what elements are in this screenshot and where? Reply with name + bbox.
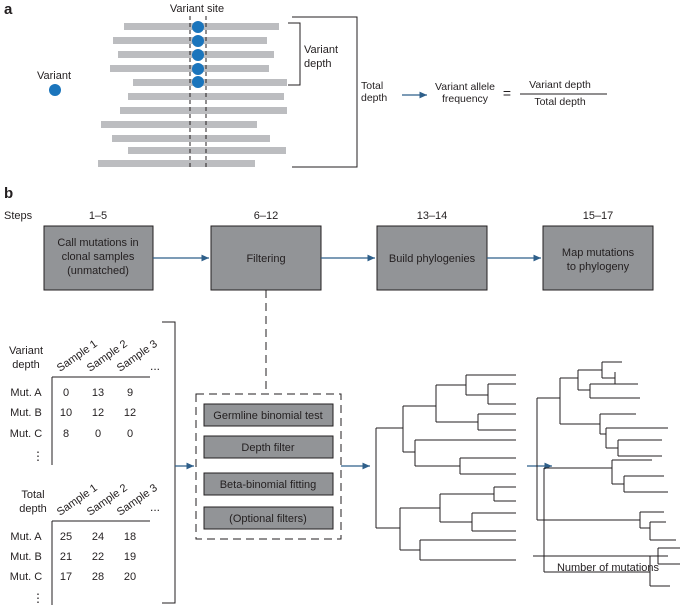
variant-allele-dot (192, 49, 204, 61)
vd-row-b-label: Mut. B (10, 407, 42, 419)
vd-row-a-label: Mut. A (10, 387, 42, 399)
phylogeny-tree-mutations (536, 361, 680, 587)
read (101, 121, 257, 128)
phylogeny-tree-topology (375, 374, 516, 561)
step-range-3: 13–14 (417, 210, 448, 222)
filter-4-label: (Optional filters) (229, 513, 307, 525)
variant-site-guides (189, 16, 207, 168)
panel-b-label: b (4, 185, 13, 202)
step-range-4: 15–17 (583, 210, 614, 222)
td-a-2: 24 (92, 531, 104, 543)
step-range-2: 6–12 (254, 210, 278, 222)
vd-a-1: 0 (63, 387, 69, 399)
sequencing-reads (98, 23, 287, 167)
variant-allele-dot (192, 35, 204, 47)
td-row-c-label: Mut. C (10, 571, 42, 583)
step-4-line-2: to phylogeny (567, 261, 630, 273)
td-col-ellipsis: ... (150, 500, 160, 514)
step-1-line-3: (unmatched) (67, 265, 129, 277)
vd-b-3: 12 (124, 407, 136, 419)
read (112, 135, 270, 142)
variant-depth-bracket (288, 22, 301, 86)
td-c-1: 17 (60, 571, 72, 583)
variant-allele-dot (192, 21, 204, 33)
vd-c-2: 0 (95, 428, 101, 440)
td-b-3: 19 (124, 551, 136, 563)
total-depth-bracket (292, 16, 358, 168)
filter-germline-binomial-test: Germline binomial test (203, 403, 334, 427)
read (98, 160, 255, 167)
variant-site-label: Variant site (170, 3, 224, 15)
tables-bracket (162, 321, 176, 604)
step-box-call-mutations: Call mutations in clonal samples (unmatc… (43, 225, 154, 291)
variant-legend-label: Variant (37, 70, 71, 82)
td-a-3: 18 (124, 531, 136, 543)
variant-depth-label-2: depth (304, 58, 332, 70)
vaf-label-2: frequency (442, 93, 489, 105)
total-depth-label-2: depth (361, 92, 387, 104)
td-c-3: 20 (124, 571, 136, 583)
variant-legend-icon (49, 84, 61, 96)
tree-axis-label: Number of mutations (557, 562, 660, 574)
step-1-line-1: Call mutations in (57, 237, 138, 249)
vd-b-2: 12 (92, 407, 104, 419)
vd-b-1: 10 (60, 407, 72, 419)
td-row-b-label: Mut. B (10, 551, 42, 563)
filter-beta-binomial-fitting: Beta-binomial fitting (203, 472, 334, 496)
panel-a-label: a (4, 1, 13, 18)
td-title-1: Total (21, 489, 44, 501)
td-a-1: 25 (60, 531, 72, 543)
vd-c-3: 0 (127, 428, 133, 440)
step-1-line-2: clonal samples (62, 251, 135, 263)
steps-label: Steps (4, 210, 33, 222)
read (133, 79, 287, 86)
step-2-line-1: Filtering (246, 253, 285, 265)
variant-depth-table: Variant depth Sample 1 Sample 2 Sample 3… (9, 338, 160, 465)
variant-allele-dot (192, 63, 204, 75)
vd-col-ellipsis: ... (150, 359, 160, 373)
filter-1-label: Germline binomial test (213, 410, 322, 422)
step-range-1: 1–5 (89, 210, 107, 222)
filters-container (195, 393, 342, 540)
step-box-filtering: Filtering (210, 225, 322, 291)
vaf-denominator: Total depth (534, 96, 586, 108)
variant-allele-dot (192, 76, 204, 88)
td-row-a-label: Mut. A (10, 531, 42, 543)
td-b-1: 21 (60, 551, 72, 563)
variant-alleles (192, 21, 204, 88)
td-b-2: 22 (92, 551, 104, 563)
filter-depth: Depth filter (203, 435, 334, 459)
td-more-rows: ⋮ (32, 591, 44, 605)
vd-more-rows: ⋮ (32, 449, 44, 463)
vd-a-3: 9 (127, 387, 133, 399)
variant-depth-label-1: Variant (304, 44, 338, 56)
filter-2-label: Depth filter (241, 442, 295, 454)
filter-optional: (Optional filters) (203, 506, 334, 530)
step-box-build-phylogenies: Build phylogenies (376, 225, 488, 291)
vd-title-1: Variant (9, 345, 43, 357)
equals-sign: = (503, 85, 511, 101)
step-3-line-1: Build phylogenies (389, 253, 476, 265)
td-title-2: depth (19, 503, 47, 515)
filter-3-label: Beta-binomial fitting (220, 479, 317, 491)
vd-a-2: 13 (92, 387, 104, 399)
total-depth-table: Total depth Sample 1 Sample 2 Sample 3 .… (10, 482, 160, 605)
total-depth-label-1: Total (361, 80, 383, 92)
vaf-label-1: Variant allele (435, 81, 495, 93)
vd-row-c-label: Mut. C (10, 428, 42, 440)
vd-c-1: 8 (63, 428, 69, 440)
vd-title-2: depth (12, 359, 40, 371)
read (128, 147, 286, 154)
read (120, 107, 287, 114)
td-c-2: 28 (92, 571, 104, 583)
vaf-numerator: Variant depth (529, 79, 591, 91)
step-4-line-1: Map mutations (562, 247, 635, 259)
step-box-map-mutations: Map mutations to phylogeny (542, 225, 654, 291)
